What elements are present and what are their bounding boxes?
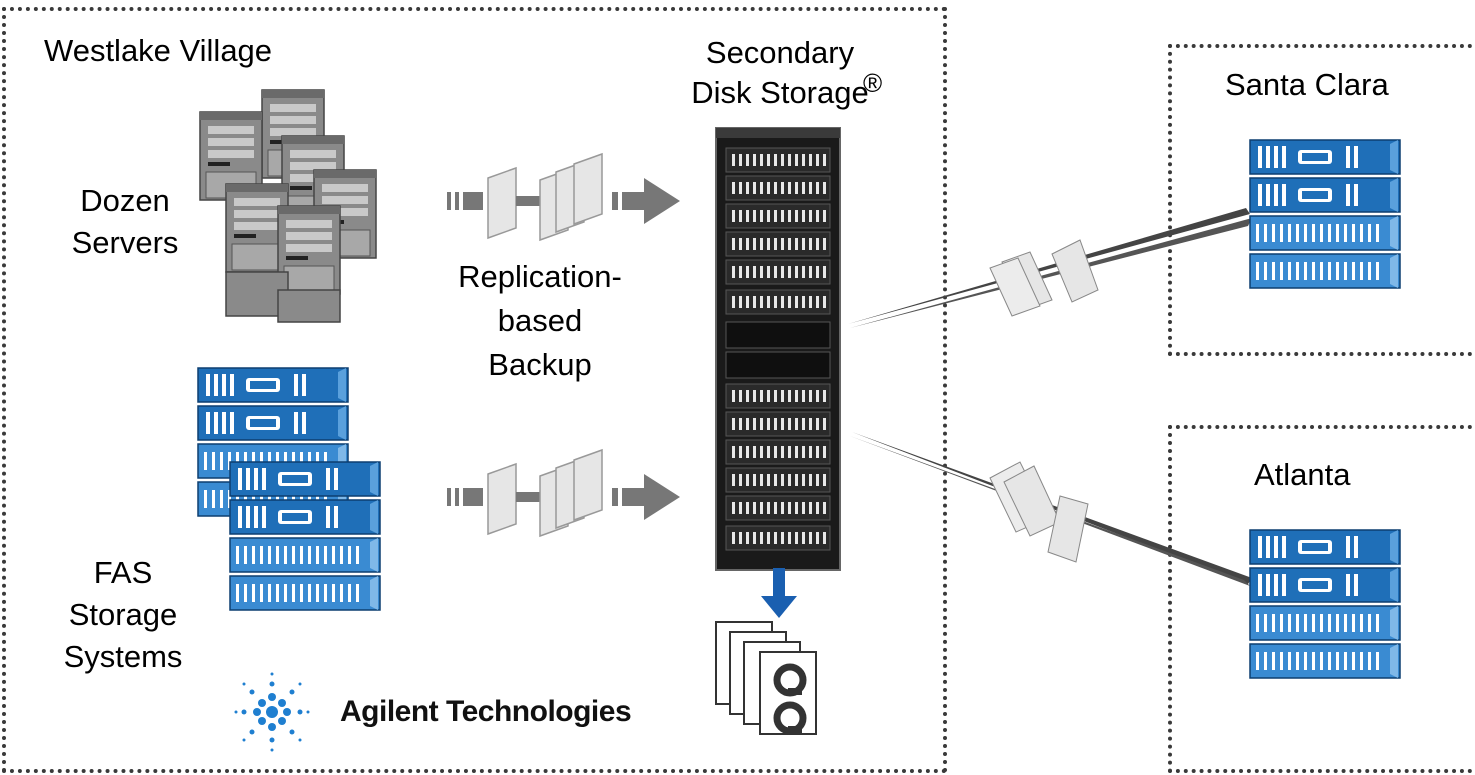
replication-arrow-upper-icon — [447, 153, 680, 241]
agilent-spark-icon — [234, 672, 310, 752]
secondary-disk-rack-icon — [715, 127, 841, 571]
fas-label-line1: FAS — [93, 555, 153, 590]
registered-mark: ® — [863, 68, 883, 98]
secondary-storage-line1: Secondary — [705, 35, 855, 70]
fas-label: FAS Storage Systems — [48, 554, 198, 676]
replication-arrow-lower-icon — [447, 449, 680, 537]
servers-label-line1: Dozen — [80, 183, 170, 218]
servers-label-line2: Servers — [71, 225, 179, 260]
down-arrow-icon — [761, 568, 797, 618]
replication-label-line1: Replication- — [458, 259, 622, 294]
atlanta-storage-icon — [1249, 529, 1401, 679]
region-santa-clara — [1168, 44, 1475, 356]
replication-label-line3: Backup — [488, 347, 592, 382]
santa-clara-title: Santa Clara — [1225, 67, 1389, 102]
fas-label-line2: Storage — [68, 597, 178, 632]
secondary-storage-label: Secondary Disk Storage — [670, 34, 890, 112]
replication-label-line2: based — [497, 303, 583, 338]
agilent-logo-text: Agilent Technologies — [340, 695, 632, 728]
replication-label: Replication- based Backup — [440, 258, 640, 384]
region-atlanta — [1168, 425, 1475, 773]
wan-link-santa-clara-icon — [848, 208, 1252, 328]
tape-stack-icon — [715, 621, 817, 735]
servers-label: Dozen Servers — [50, 182, 200, 262]
secondary-storage-line2: Disk Storage — [691, 75, 869, 110]
server-cluster-icon — [199, 89, 377, 323]
atlanta-title: Atlanta — [1254, 457, 1351, 492]
fas-label-line3: Systems — [63, 639, 183, 674]
westlake-village-title: Westlake Village — [44, 33, 273, 68]
santa-clara-storage-icon — [1249, 139, 1401, 289]
fas-storage-icon — [197, 367, 381, 611]
region-westlake-village — [2, 7, 947, 773]
wan-link-atlanta-icon — [850, 432, 1252, 586]
